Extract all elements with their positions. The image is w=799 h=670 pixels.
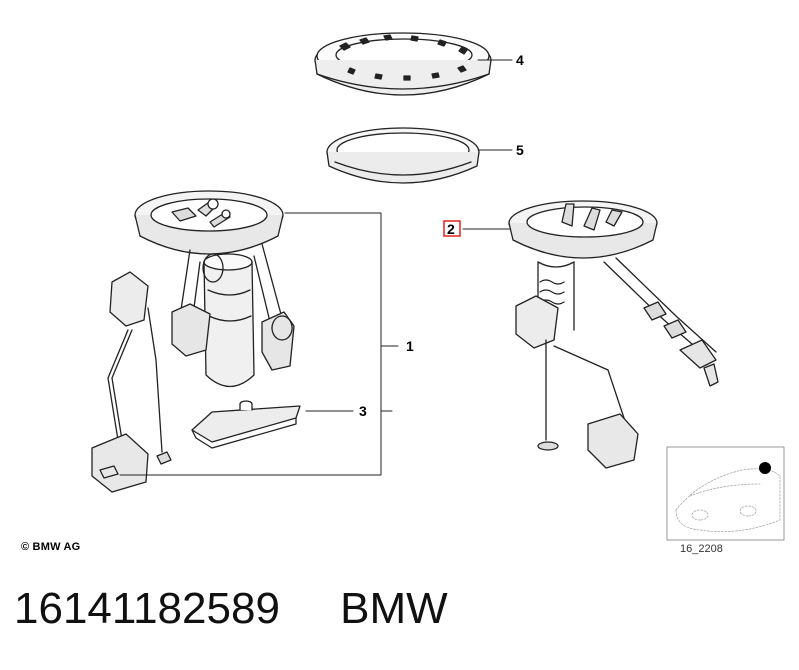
callout-3: 3 [359, 403, 367, 419]
fuel-pump-assembly-left [91, 190, 295, 493]
fuel-filter-pad [191, 400, 301, 449]
copyright-label: © BMW AG [21, 541, 81, 553]
callout-2: 2 [447, 221, 455, 237]
fuel-pump-assembly-right [508, 200, 719, 469]
callout-4: 4 [516, 52, 524, 68]
inset-code-label: 16_2208 [680, 543, 723, 555]
caption: 16141182589 BMW [14, 584, 448, 634]
part-number: 16141182589 [14, 584, 280, 633]
vehicle-location-inset [666, 446, 785, 541]
callout-1: 1 [406, 338, 414, 354]
brand-name: BMW [340, 584, 448, 633]
callout-5: 5 [516, 142, 524, 158]
seal-ring [326, 127, 480, 184]
lock-ring [314, 32, 492, 96]
callout-2-highlight [443, 220, 461, 237]
